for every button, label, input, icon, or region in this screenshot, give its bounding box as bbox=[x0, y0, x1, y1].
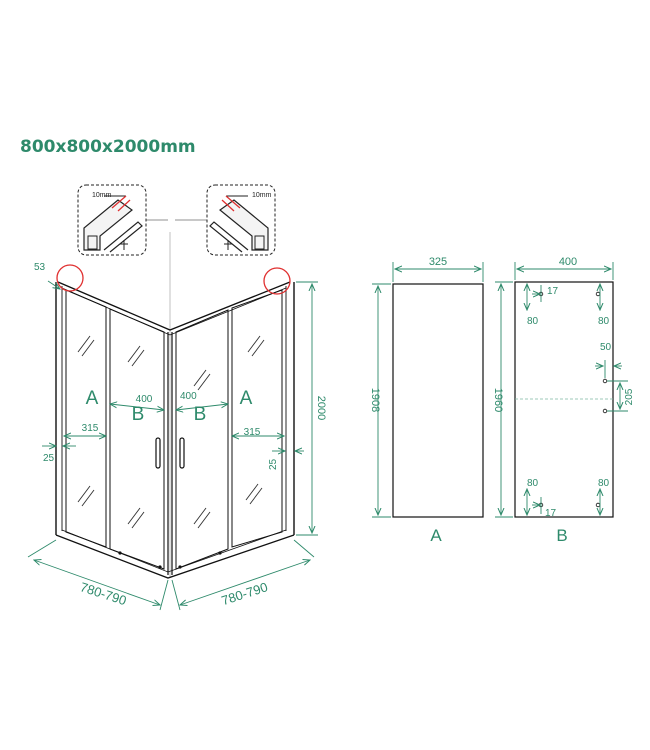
detail-callout-right: 10mm bbox=[175, 184, 276, 256]
panel-a-width: 325 bbox=[429, 256, 447, 268]
dim-25-left: 25 bbox=[43, 453, 55, 464]
dim-25-right: 25 bbox=[268, 458, 279, 470]
enclosure-drawing bbox=[55, 232, 295, 579]
dim-315-right: 315 bbox=[244, 427, 261, 438]
label-panel-a-right: A bbox=[240, 388, 253, 409]
detail-callout-left: 10mm bbox=[77, 184, 168, 256]
dim-400-right: 400 bbox=[180, 391, 197, 402]
label-panel-b-left: B bbox=[132, 404, 145, 425]
dim-height-2000: 2000 bbox=[315, 396, 327, 420]
panel-b-dim-50: 50 bbox=[600, 342, 612, 353]
product-dimensions-title: 800x800x2000mm bbox=[20, 137, 196, 157]
dim-53: 53 bbox=[34, 262, 46, 273]
dim-width-left: 780-790 bbox=[78, 579, 128, 608]
enclosure-dimensions bbox=[27, 280, 318, 611]
label-panel-b-right: B bbox=[194, 404, 207, 425]
panel-b-bottom-right-80: 80 bbox=[598, 478, 610, 489]
detail-label-right: 10mm bbox=[252, 192, 272, 199]
panel-b-label: B bbox=[556, 526, 567, 545]
panel-b-bottom-offset: 17 bbox=[545, 508, 557, 519]
label-panel-a-left: A bbox=[86, 388, 99, 409]
panel-b-top-offset: 17 bbox=[547, 286, 559, 297]
dim-315-left: 315 bbox=[82, 423, 99, 434]
panel-a-label: A bbox=[430, 526, 442, 545]
panel-a-height: 1908 bbox=[369, 388, 381, 412]
panel-b-width: 400 bbox=[559, 256, 577, 268]
dim-400-left: 400 bbox=[136, 394, 153, 405]
panel-b-drawing bbox=[495, 262, 628, 518]
panel-a-drawing bbox=[372, 262, 484, 518]
panel-b-dim-205: 205 bbox=[624, 388, 635, 405]
panel-b-bottom-left-80: 80 bbox=[527, 478, 539, 489]
detail-label-left: 10mm bbox=[92, 192, 112, 199]
dim-width-right: 780-790 bbox=[220, 579, 270, 608]
panel-b-height: 1960 bbox=[492, 388, 504, 412]
panel-b-top-left-80: 80 bbox=[527, 316, 539, 327]
panel-b-top-right-80: 80 bbox=[598, 316, 610, 327]
